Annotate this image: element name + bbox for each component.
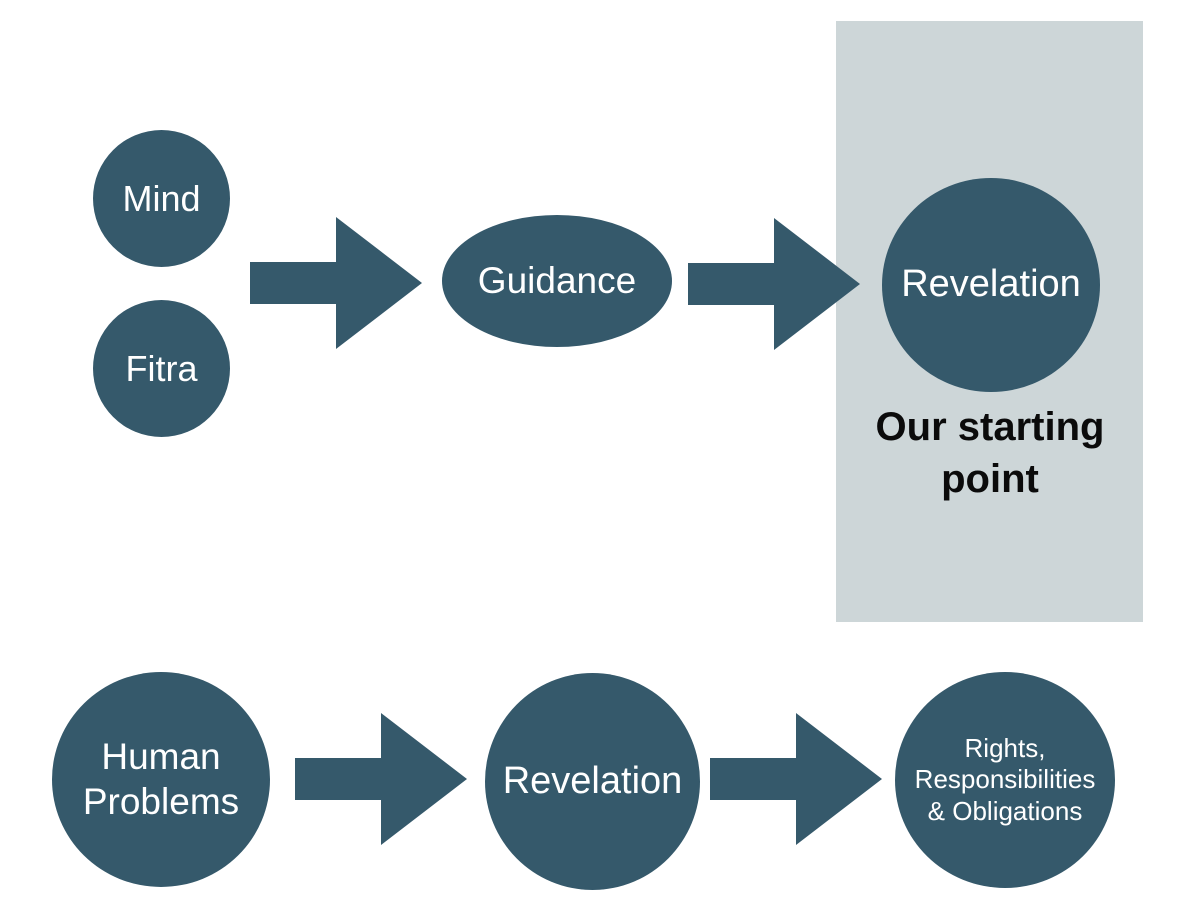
node-guidance-label: Guidance [477, 259, 637, 301]
right-arrow-icon [295, 713, 467, 845]
node-fitra-label: Fitra [125, 347, 198, 389]
node-rights-responsibilities-obligations-label: Rights, Responsibilities & Obligations [914, 733, 1096, 826]
node-fitra: Fitra [93, 300, 230, 437]
node-revelation-bottom: Revelation [485, 673, 700, 890]
node-revelation-top-label: Revelation [901, 263, 1081, 306]
node-mind-label: Mind [122, 177, 201, 219]
right-arrow-icon [688, 218, 860, 350]
node-rights-responsibilities-obligations: Rights, Responsibilities & Obligations [895, 672, 1115, 888]
node-mind: Mind [93, 130, 230, 267]
node-human-problems: Human Problems [52, 672, 270, 887]
node-revelation-bottom-label: Revelation [502, 759, 683, 802]
node-guidance: Guidance [442, 215, 672, 347]
starting-point-caption: Our starting point [875, 405, 1105, 501]
node-revelation-top: Revelation [882, 178, 1100, 392]
node-human-problems-label: Human Problems [82, 736, 240, 822]
right-arrow-icon [710, 713, 882, 845]
right-arrow-icon [250, 217, 422, 349]
